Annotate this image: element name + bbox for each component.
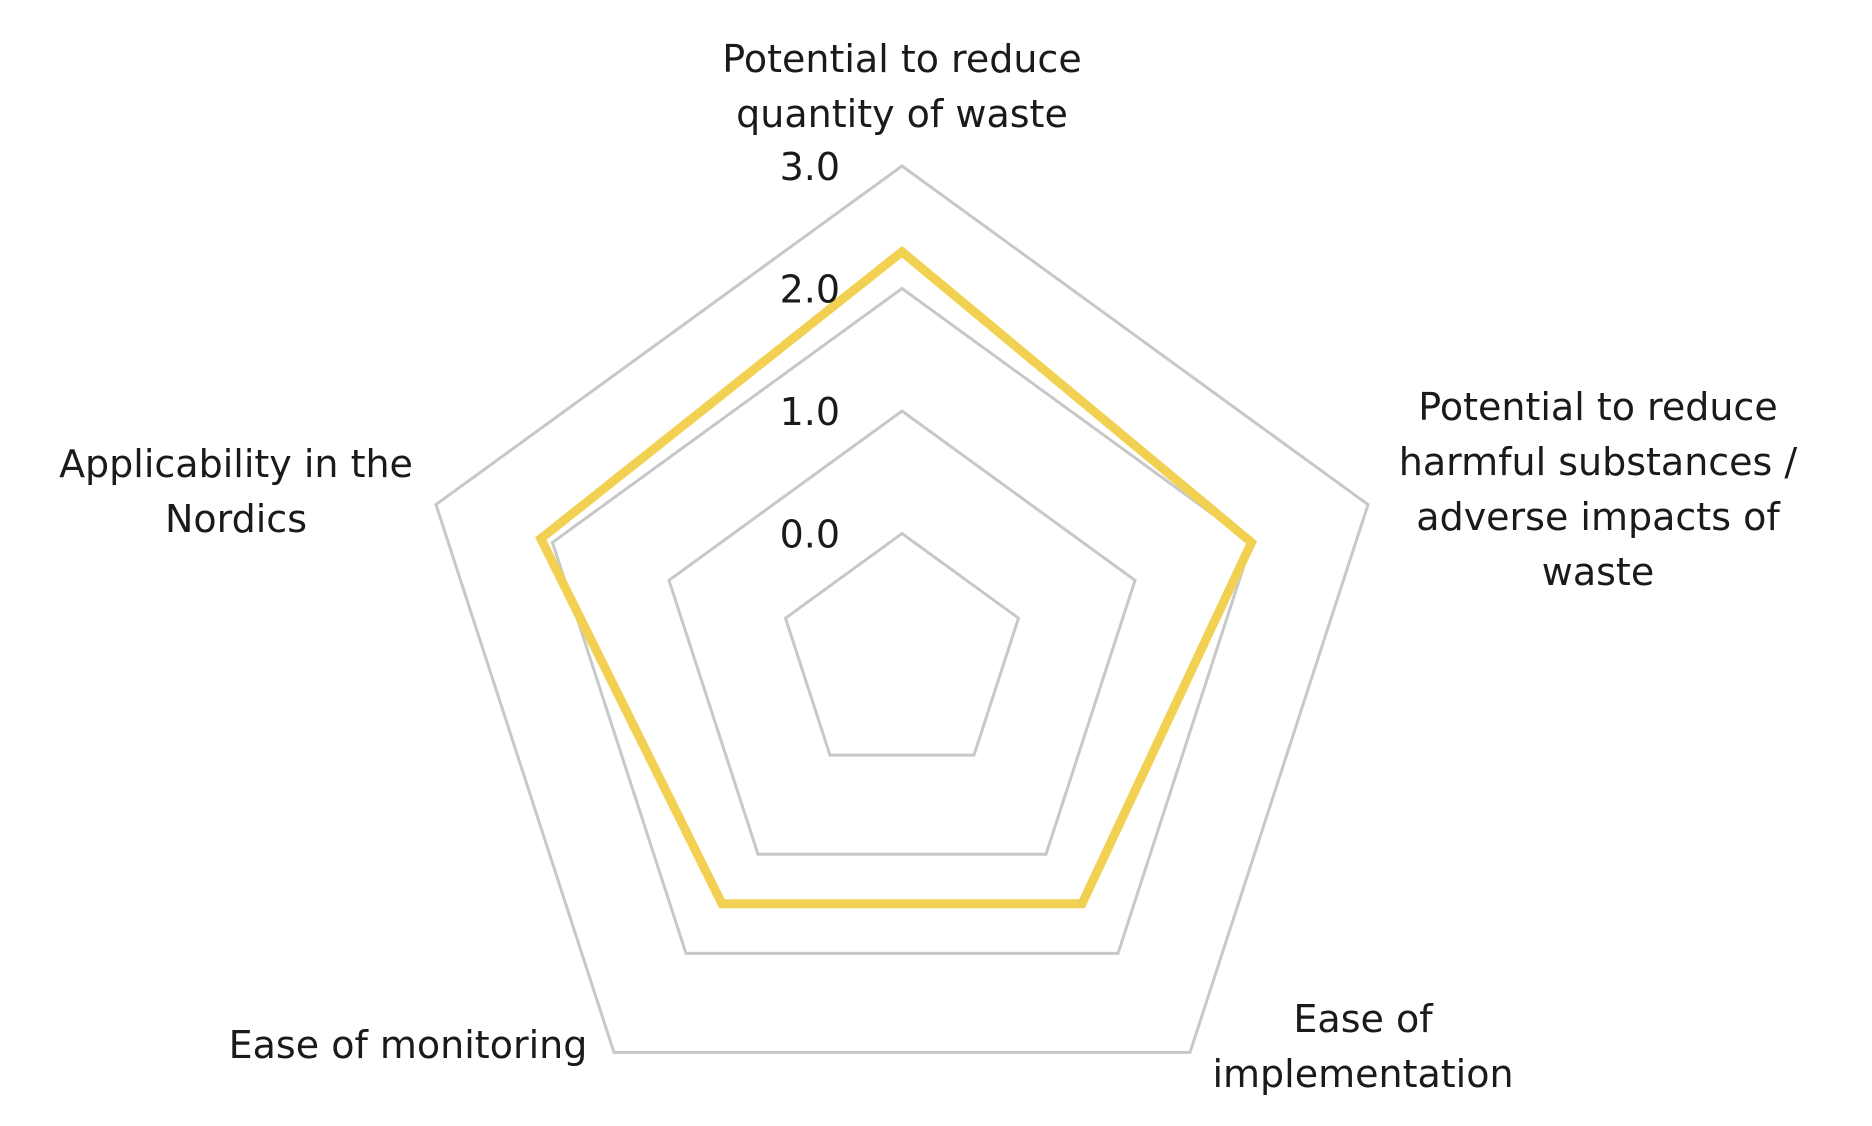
grid-layer [434,164,1370,1054]
category-label-3: Ease of monitoring [229,1023,588,1067]
grid-ring-1 [667,409,1137,856]
grid-ring-0 [783,531,1021,757]
series-layer [535,245,1258,909]
series-line-0 [535,245,1258,909]
tick-label-2: 2.0 [780,268,840,312]
grid-ring-3 [434,164,1370,1054]
tick-label-layer: 0.0 1.0 2.0 3.0 [780,145,840,557]
tick-label-1: 1.0 [780,390,840,434]
grid-ring-2 [550,286,1254,955]
tick-label-0: 0.0 [780,513,840,557]
tick-label-3: 3.0 [780,145,840,189]
